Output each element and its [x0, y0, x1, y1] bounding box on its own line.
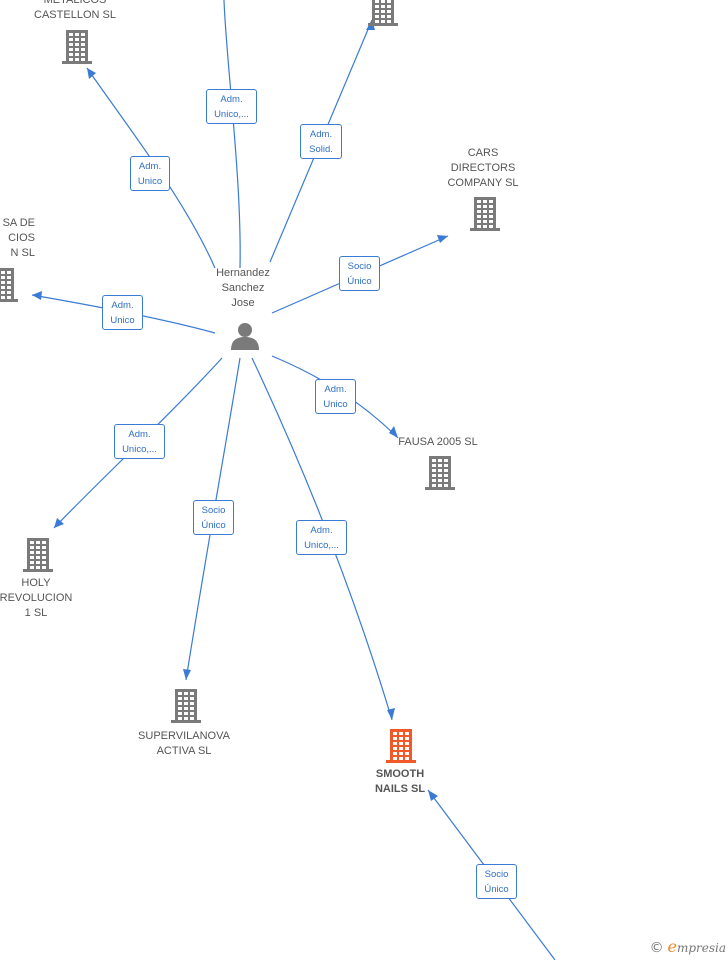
arrow-bottom: [428, 790, 438, 801]
relation-label-bottom[interactable]: Socio Único: [476, 864, 517, 899]
arrow-cars: [437, 235, 448, 243]
relation-label-top[interactable]: Adm. Unico,...: [206, 89, 257, 124]
relation-label-supervilanova[interactable]: Socio Único: [193, 500, 234, 535]
company-smooth-name[interactable]: SMOOTH NAILS SL: [374, 768, 426, 795]
copyright-icon: ©: [649, 940, 664, 956]
relation-label-solid[interactable]: Adm. Solid.: [300, 124, 342, 159]
relation-label-fausa[interactable]: Adm. Unico: [315, 379, 356, 414]
company-cars-name[interactable]: CARS DIRECTORS COMPANY SL: [447, 147, 519, 189]
relation-label-metalicos[interactable]: Adm. Unico: [130, 156, 170, 191]
relation-label-smooth[interactable]: Adm. Unico,...: [296, 520, 347, 555]
arrow-holy: [54, 518, 64, 528]
arrow-supervilanova: [183, 669, 191, 680]
company-metalicos-name[interactable]: METALICOS CASTELLON SL: [34, 0, 116, 21]
company-fausa-name[interactable]: FAUSA 2005 SL: [398, 436, 478, 448]
center-person-name[interactable]: Hernandez Sanchez Jose: [216, 267, 270, 309]
person-icon: [231, 323, 259, 350]
building-icon[interactable]: [62, 30, 92, 64]
company-supervilanova-name[interactable]: SUPERVILANOVA ACTIVA SL: [138, 730, 230, 757]
relation-label-left[interactable]: Adm. Unico: [102, 295, 143, 330]
relation-label-cars[interactable]: Socio Único: [339, 256, 380, 291]
arrow-fausa: [389, 426, 398, 438]
empresia-logo: © empresia: [649, 937, 726, 956]
company-holy-name[interactable]: HOLY REVOLUCION 1 SL: [0, 577, 73, 619]
arrow-smooth: [387, 708, 395, 720]
edge-top: [223, 0, 241, 269]
building-icon[interactable]: [386, 729, 416, 763]
edges: [31, 0, 556, 960]
relation-label-holy[interactable]: Adm. Unico,...: [114, 424, 165, 459]
arrow-left: [32, 291, 42, 300]
building-icon[interactable]: [171, 689, 201, 723]
arrow-metalicos: [87, 68, 96, 79]
building-icon[interactable]: [368, 0, 398, 26]
buildings: [0, 0, 500, 763]
building-icon[interactable]: [470, 197, 500, 231]
building-icon[interactable]: [425, 456, 455, 490]
building-icon[interactable]: [23, 538, 53, 572]
company-left-name[interactable]: SA DE CIOS N SL: [2, 217, 35, 259]
building-icon[interactable]: [0, 268, 18, 302]
